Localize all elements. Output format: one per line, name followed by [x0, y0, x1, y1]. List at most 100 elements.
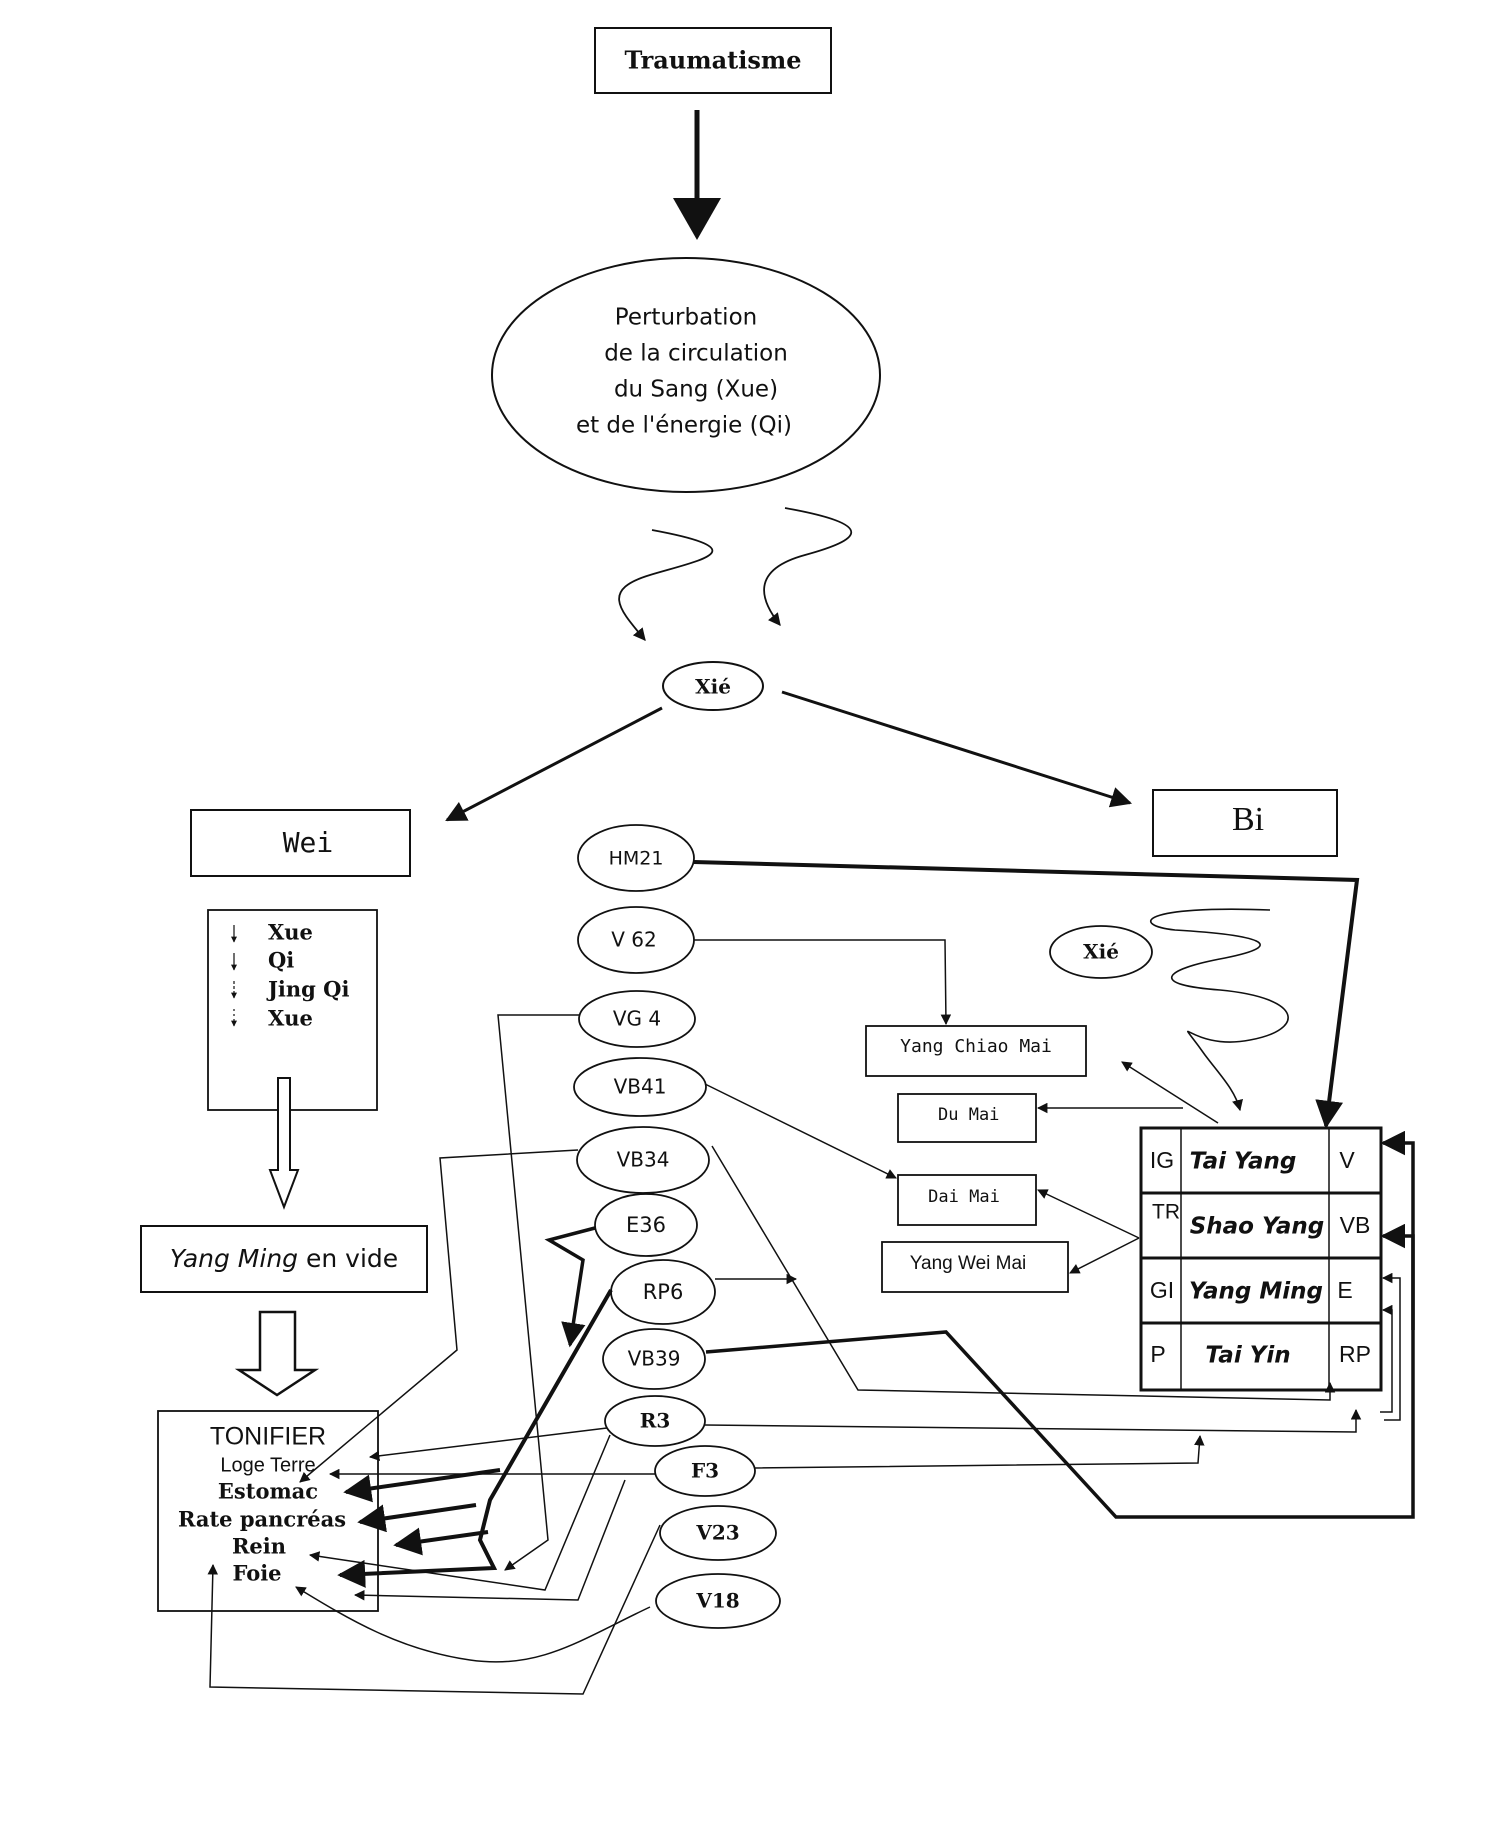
point-v23: V23 [659, 1505, 777, 1561]
perturbation-ellipse: Perturbation de la circulation du Sang (… [491, 257, 881, 493]
meridian-row-2-left: TR [1152, 1201, 1180, 1224]
tonifier-item-rein: Rein [232, 1534, 286, 1559]
line-f3-to-table [754, 1434, 1205, 1469]
arrow-xie-to-bi [781, 690, 1133, 808]
meridian-row-2-right: VB [1340, 1212, 1371, 1238]
point-v62: V 62 [577, 906, 695, 974]
wei-item-jing-qi: Jing Qi [266, 977, 349, 1002]
xie-label-2: Xié [1083, 940, 1119, 964]
point-vb41: VB41 [573, 1057, 707, 1117]
tonifier-item-foie: Foie [232, 1561, 281, 1586]
line-table-right-loop [1381, 1272, 1401, 1421]
point-vb39: VB39 [602, 1328, 706, 1390]
traumatisme-label: Traumatisme [624, 46, 801, 75]
line-thick-to-rate-b [393, 1527, 489, 1556]
line-hm21-to-tai-yang [693, 860, 1360, 1129]
perturbation-line-3: du Sang (Xue) [614, 377, 778, 403]
vessel-du-mai: Du Mai [897, 1093, 1037, 1143]
point-v62-label: V 62 [611, 928, 657, 952]
line-v18-to-foie [295, 1586, 651, 1663]
xie-ellipse-2: Xié [1049, 925, 1153, 979]
vessel-du-mai-label: Du Mai [938, 1105, 999, 1125]
line-vg4-to-rein [497, 1014, 580, 1571]
point-vg4: VG 4 [578, 990, 696, 1048]
line-r3-to-rein [308, 1434, 611, 1591]
meridian-row-1-middle: Tai Yang [1190, 1149, 1297, 1175]
meridian-row-3-middle: Yang Ming [1189, 1279, 1323, 1305]
line-v23-to-tonifier [207, 1524, 661, 1695]
vessel-yang-chiao-mai-label: Yang Chiao Mai [900, 1036, 1052, 1057]
vessel-yang-wei-mai-label: Yang Wei Mai [910, 1253, 1027, 1274]
point-e36: E36 [594, 1193, 698, 1257]
vessel-yang-chiao-mai: Yang Chiao Mai [865, 1025, 1087, 1077]
traumatisme-box: Traumatisme [594, 27, 832, 94]
line-r3-to-tonifier [368, 1427, 608, 1462]
meridian-row-4-middle: Tai Yin [1205, 1343, 1290, 1369]
point-f3-label: F3 [691, 1459, 719, 1483]
line-vb41-to-dai-mai [704, 1083, 897, 1179]
wei-list-box: Xue Qi Jing Qi Xue [207, 909, 378, 1111]
wei-box: Wei [190, 809, 411, 877]
line-v62-to-yang-chiao-mai [694, 939, 952, 1026]
vessel-dai-mai: Dai Mai [897, 1174, 1037, 1226]
tonifier-subtitle: Loge Terre [220, 1454, 315, 1476]
hollow-arrow-yangming-to-tonifier [234, 1310, 320, 1397]
wei-item-xue-2: Xue [268, 1006, 313, 1031]
line-f3-to-foie [353, 1479, 626, 1601]
point-e36-label: E36 [626, 1213, 666, 1237]
wei-item-qi: Qi [268, 948, 294, 973]
line-vb34-to-foie [299, 1149, 579, 1483]
line-vb39-to-table [705, 1223, 1415, 1519]
yang-ming-vide-box: Yang Ming en vide [140, 1225, 428, 1293]
line-thick-to-rate-a [357, 1503, 477, 1533]
tonifier-item-rate: Rate pancréas [178, 1507, 346, 1532]
meridian-row-4-right: RP [1339, 1341, 1371, 1367]
line-table-to-dai-mai [1037, 1189, 1140, 1239]
hollow-arrow-wei-to-yangming [268, 1077, 300, 1210]
svg-text:Yang Ming en vid: Yang Ming en vide [170, 1244, 398, 1273]
perturbation-line-4: et de l'énergie (Qi) [576, 413, 792, 439]
point-r3-label: R3 [640, 1409, 671, 1433]
point-hm21-label: HM21 [609, 848, 664, 870]
point-hm21: HM21 [577, 824, 695, 892]
bi-label: Bi [1232, 801, 1264, 838]
line-table-right-loop-2 [1380, 1304, 1393, 1413]
tonifier-title: TONIFIER [210, 1423, 326, 1451]
point-vg4-label: VG 4 [613, 1007, 661, 1031]
arrow-traumatisme-to-perturbation [673, 110, 721, 240]
xie-label: Xié [695, 675, 731, 699]
meridian-table: IG Tai Yang V TR Shao Yang VB GI Yang Mi… [1139, 1126, 1383, 1392]
line-table-to-yang-chiao-mai [1121, 1061, 1219, 1124]
line-vb34-to-rp [711, 1145, 1336, 1401]
point-f3: F3 [654, 1445, 756, 1497]
meridian-row-1-right: V [1339, 1147, 1355, 1173]
tonifier-box: TONIFIER Loge Terre Estomac Rate pancréa… [157, 1410, 379, 1612]
point-rp6: RP6 [610, 1259, 716, 1325]
line-table-to-yang-wei-mai [1069, 1237, 1140, 1274]
point-rp6-label: RP6 [643, 1280, 684, 1304]
point-vb34-label: VB34 [617, 1148, 670, 1172]
perturbation-line-1: Perturbation [615, 305, 757, 331]
point-r3: R3 [604, 1395, 706, 1447]
xie-ellipse: Xié [662, 661, 764, 711]
meridian-row-3-left: GI [1150, 1277, 1174, 1303]
point-v18-label: V18 [695, 1589, 739, 1613]
yang-ming-vide-italic: Yang Ming [170, 1244, 298, 1273]
meridian-row-2-middle: Shao Yang [1190, 1214, 1325, 1240]
meridian-row-1-left: IG [1150, 1147, 1174, 1173]
meridian-row-3-right: E [1337, 1277, 1352, 1303]
line-rp6-to-foie [337, 1289, 613, 1588]
point-v18: V18 [655, 1573, 781, 1629]
meridian-row-4-left: P [1150, 1341, 1165, 1367]
point-v23-label: V23 [695, 1521, 739, 1545]
vessel-yang-wei-mai: Yang Wei Mai [881, 1241, 1069, 1293]
vessel-dai-mai-label: Dai Mai [928, 1187, 1000, 1207]
line-right-to-v [1380, 1130, 1415, 1330]
line-r3-to-table [704, 1408, 1362, 1433]
point-vb41-label: VB41 [614, 1075, 667, 1099]
bi-box: Bi [1152, 789, 1338, 857]
perturbation-line-2: de la circulation [604, 341, 788, 367]
point-vb39-label: VB39 [628, 1347, 681, 1371]
wavy-arrows-to-xie [618, 507, 853, 641]
